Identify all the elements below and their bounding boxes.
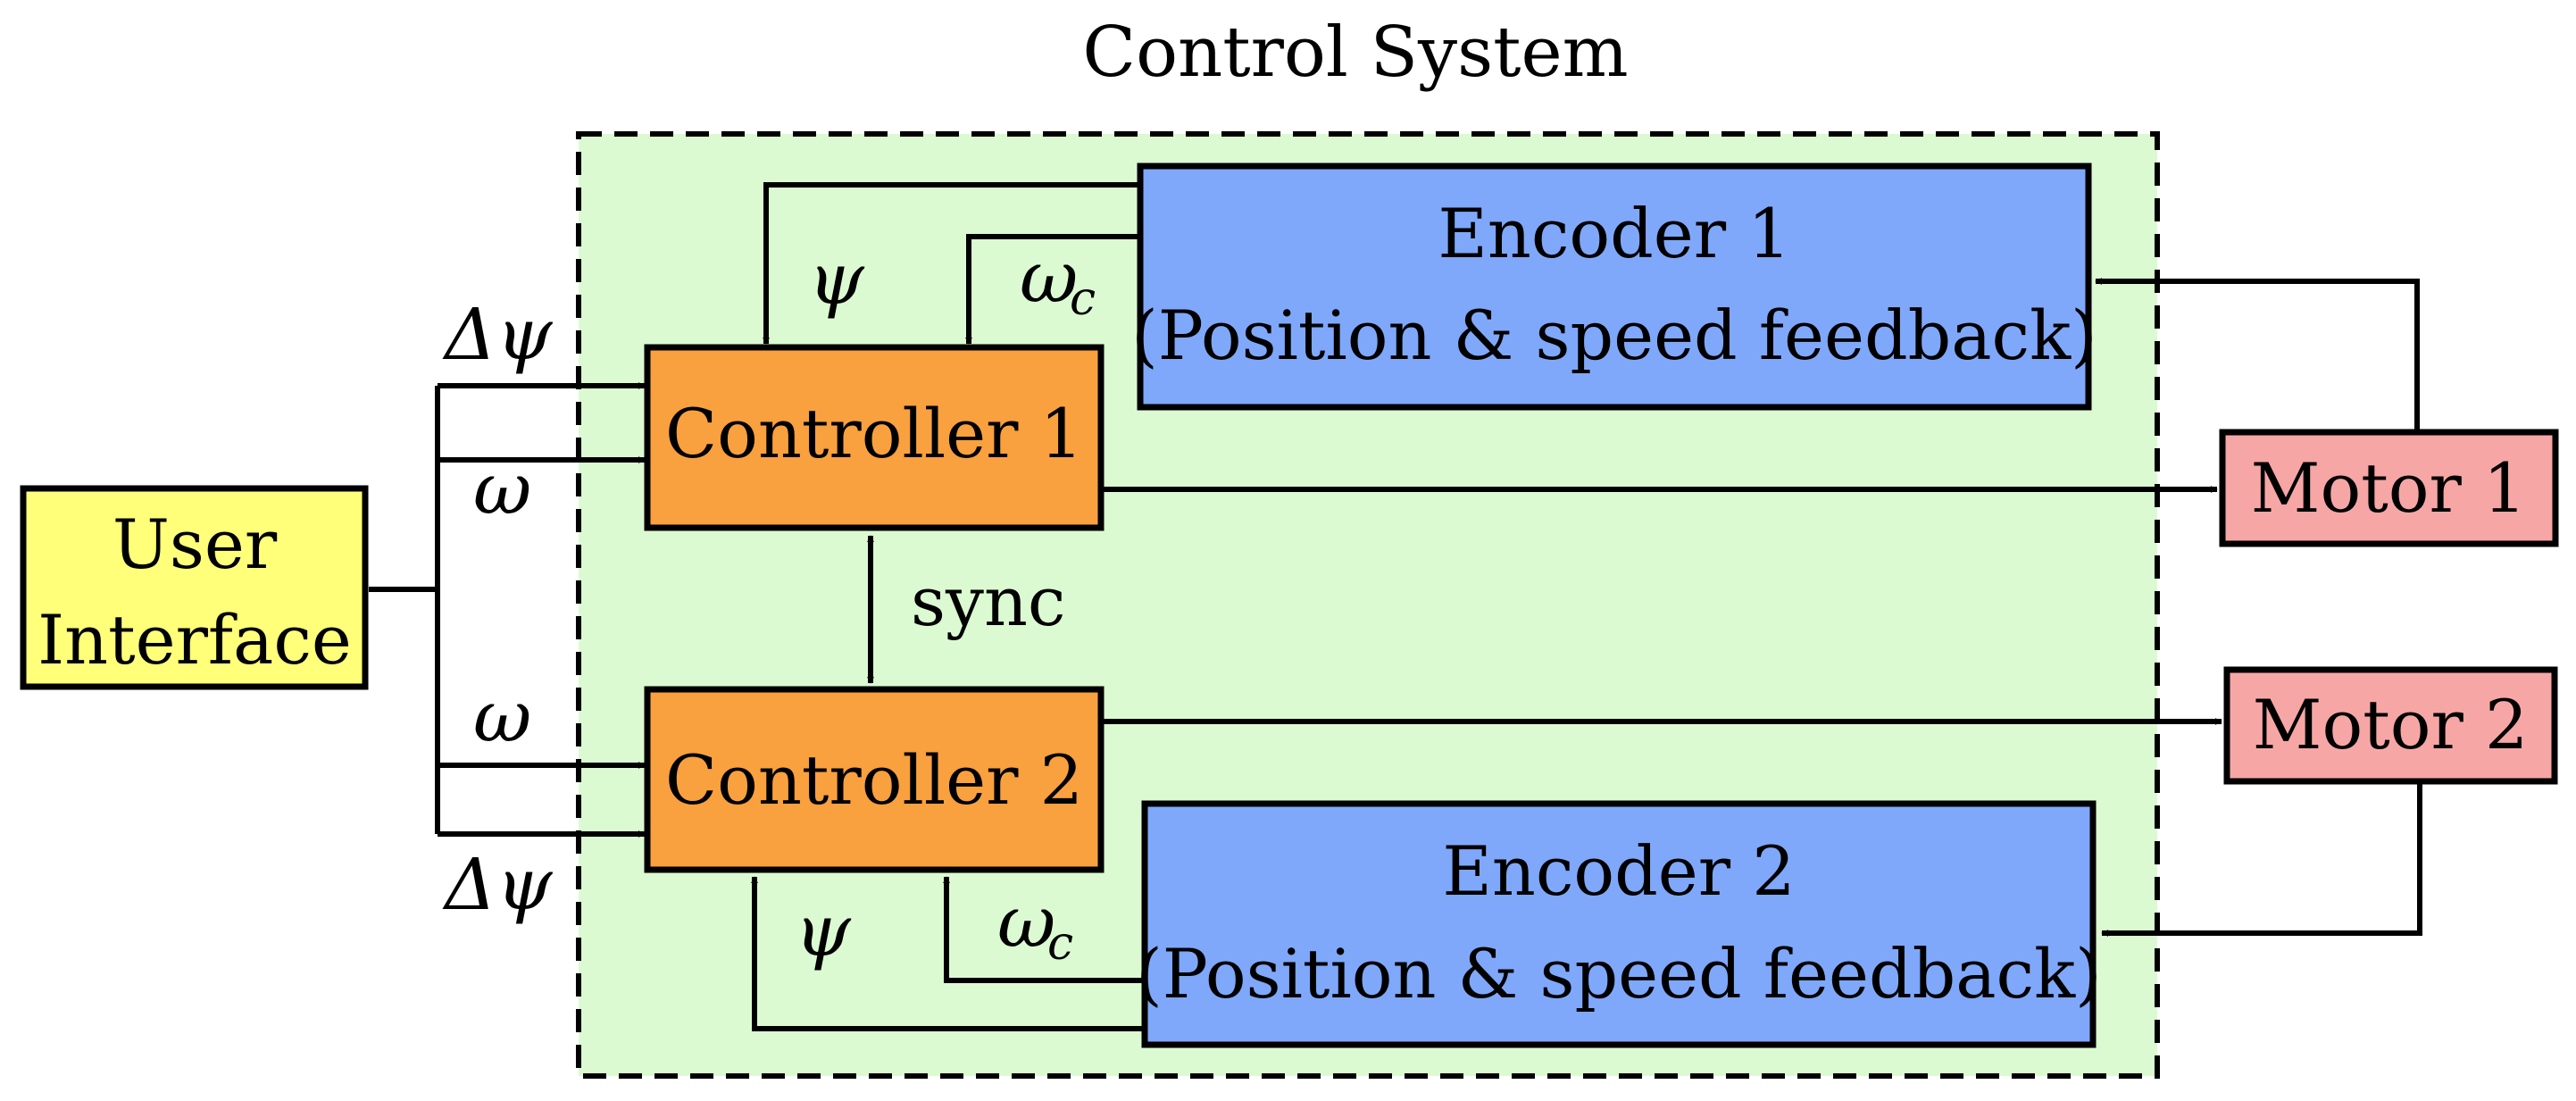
delta-psi-top-label: Δψ: [442, 293, 554, 376]
psi-encoder-1-label: ψ: [808, 238, 865, 321]
controller-2-box: [644, 686, 1105, 873]
encoder-2-label-line2: (Position & speed feedback): [1136, 934, 2102, 1013]
motor-2-box: [2223, 666, 2558, 785]
motor-1-block: Motor 1: [2219, 429, 2559, 547]
wire-motor-2-to-encoder-2: [2101, 784, 2422, 937]
omega-bottom-label: ω: [473, 675, 531, 758]
user-interface-label-line2: Interface: [38, 600, 352, 680]
encoder-2-box: [1141, 800, 2097, 1048]
user-interface-box: [20, 485, 369, 690]
controller-2-label: Controller 2: [665, 740, 1083, 820]
encoder-1-box: [1137, 163, 2092, 411]
omega-c-encoder-1-base: ω: [1020, 236, 1078, 319]
omega-top-label: ω: [473, 447, 531, 530]
encoder-2-block: Encoder 2 (Position & speed feedback): [1136, 800, 2102, 1048]
delta-psi-bottom-label: Δψ: [442, 843, 554, 926]
user-interface-block: User Interface: [20, 485, 369, 690]
encoder-1-label-line2: (Position & speed feedback): [1131, 296, 2097, 375]
wire-encoder-1-psi-feedback: [763, 182, 1140, 345]
motor-1-label: Motor 1: [2251, 448, 2527, 528]
wire-encoder-2-psi-feedback: [751, 876, 1145, 1031]
sync-label: sync: [911, 562, 1065, 641]
omega-c-encoder-1-label: ω c: [1020, 236, 1096, 326]
motor-1-box: [2219, 429, 2559, 547]
ui-bus-wire: [369, 386, 440, 834]
omega-c-encoder-2-sub: c: [1047, 917, 1073, 971]
wire-motor-1-to-encoder-1: [2095, 278, 2420, 430]
encoder-1-label-line1: Encoder 1: [1438, 194, 1790, 273]
controller-1-label: Controller 1: [665, 394, 1083, 473]
motor-2-label: Motor 2: [2253, 685, 2529, 764]
omega-c-encoder-2-base: ω: [997, 880, 1055, 963]
encoder-2-label-line1: Encoder 2: [1442, 831, 1795, 911]
omega-c-encoder-1-sub: c: [1070, 272, 1096, 326]
wire-encoder-1-omega-c-feedback: [965, 234, 1140, 345]
omega-c-encoder-2-label: ω c: [997, 880, 1073, 971]
user-interface-label-line1: User: [113, 505, 278, 584]
motor-2-block: Motor 2: [2223, 666, 2558, 785]
diagram-title: Control System: [1082, 13, 1628, 93]
psi-encoder-2-label: ψ: [795, 889, 852, 972]
encoder-1-block: Encoder 1 (Position & speed feedback): [1131, 163, 2097, 411]
wire-encoder-2-omega-c-feedback: [943, 876, 1145, 983]
controller-1-box: [644, 344, 1105, 531]
controller-1-block: Controller 1: [644, 344, 1105, 531]
controller-2-block: Controller 2: [644, 686, 1105, 873]
